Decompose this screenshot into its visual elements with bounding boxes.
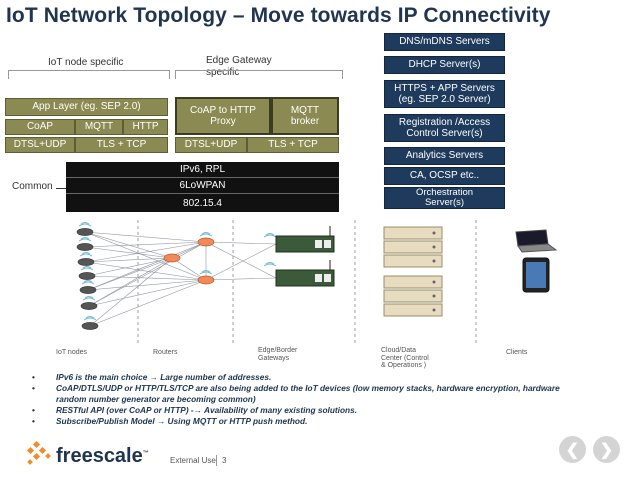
iot-node-specific-label: IoT node specific	[48, 57, 124, 68]
mqtt-box: MQTT	[75, 119, 123, 135]
gateway-tls-tcp-box: TLS + TCP	[247, 137, 339, 153]
chevron-right-icon[interactable]: ❯	[593, 436, 620, 463]
bullet-item: • IPv6 is the main choice → Large number …	[32, 372, 592, 383]
bullet-list: • IPv6 is the main choice → Large number …	[32, 372, 592, 427]
laptop-icon	[515, 229, 558, 253]
chevron-left-icon[interactable]: ❮	[559, 436, 586, 463]
registration-server-box: Registration /Access Control Server(s)	[384, 114, 505, 142]
bullet-dot: •	[32, 416, 35, 426]
bullet-text: CoAP/DTLS/UDP or HTTP/TLS/TCP are also b…	[56, 383, 560, 404]
router-group	[163, 237, 215, 285]
bullet-dot: •	[32, 372, 35, 382]
ca-ocsp-box: CA, OCSP etc..	[384, 167, 505, 185]
page-title: IoT Network Topology – Move towards IP C…	[6, 4, 551, 27]
freescale-logo-text: freescale™	[56, 445, 149, 467]
page-number: 3	[222, 456, 227, 465]
footer-external-use: External Use	[170, 456, 216, 465]
edge-gateway-bracket	[175, 70, 343, 79]
bullet-item: • Subscribe/Publish Model → Using MQTT or…	[32, 416, 592, 427]
server-rack-icon	[383, 226, 443, 317]
edge-gateways-label: Edge/Border Gateways	[258, 347, 298, 362]
mqtt-broker-box: MQTT broker	[271, 97, 339, 135]
6lowpan-box: 6LoWPAN	[66, 178, 339, 194]
bullet-item: • CoAP/DTLS/UDP or HTTP/TLS/TCP are also …	[32, 383, 592, 405]
mesh-links	[84, 231, 277, 327]
iot-nodes-label: IoT nodes	[56, 349, 88, 356]
phone-icon	[522, 257, 550, 293]
802-15-4-box: 802.15.4	[66, 194, 339, 212]
footer-divider	[216, 455, 217, 466]
bullet-text: Subscribe/Publish Model → Using MQTT or …	[56, 416, 308, 426]
bullet-dot: •	[32, 383, 35, 393]
app-layer-box: App Layer (eg. SEP 2.0)	[5, 98, 168, 116]
routers-label: Routers	[153, 349, 178, 356]
coap-proxy-box: CoAP to HTTP Proxy	[175, 97, 271, 135]
freescale-logo-icon	[26, 440, 51, 465]
common-label: Common	[12, 181, 53, 192]
bullet-dot: •	[32, 405, 35, 415]
gateway-device-icon	[275, 226, 335, 287]
dhcp-server-box: DHCP Server(s)	[384, 56, 505, 74]
gateway-dtsl-udp-box: DTSL+UDP	[175, 137, 247, 153]
coap-box: CoAP	[5, 119, 75, 135]
analytics-server-box: Analytics Servers	[384, 147, 505, 165]
bullet-item: • RESTful API (over CoAP or HTTP) -→ Avai…	[32, 405, 592, 416]
orchestration-server-box: Orchestration Server(s)	[384, 187, 505, 209]
bullet-text: RESTful API (over CoAP or HTTP) -→ Avail…	[56, 405, 358, 415]
node-dtsl-udp-box: DTSL+UDP	[5, 137, 75, 153]
http-box: HTTP	[123, 119, 168, 135]
iot-node-bracket	[8, 70, 170, 79]
clients-label: Clients	[506, 349, 528, 356]
node-tls-tcp-box: TLS + TCP	[75, 137, 168, 153]
https-app-server-box: HTTPS + APP Servers (eg. SEP 2.0 Server)	[384, 80, 505, 108]
bullet-text: IPv6 is the main choice → Large number o…	[56, 372, 272, 382]
iot-node-group	[76, 228, 99, 330]
ipv6-rpl-box: IPv6, RPL	[66, 162, 339, 178]
wireless-icon	[78, 222, 277, 321]
common-connector	[56, 188, 66, 189]
cloud-data-center-label: Cloud/Data Center (Control & Operations …	[381, 347, 429, 370]
section-separators	[137, 220, 477, 345]
edge-gateway-specific-label: Edge Gateway specific	[206, 55, 272, 78]
dns-server-box: DNS/mDNS Servers	[384, 33, 505, 51]
